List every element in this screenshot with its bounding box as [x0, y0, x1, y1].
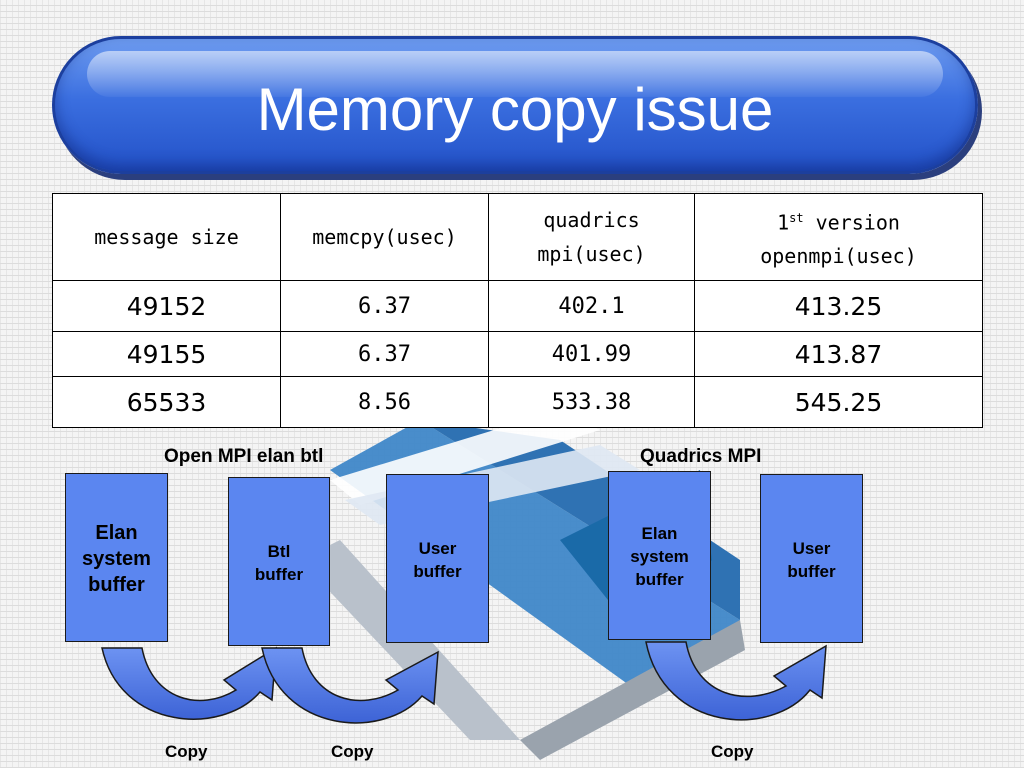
cell-openmpi: 413.87: [694, 331, 983, 377]
copy-label: Copy: [165, 742, 208, 761]
header-quadrics-mpi: quadrics mpi(usec): [488, 193, 695, 281]
quadrics-user-buffer: User buffer: [760, 474, 863, 643]
cell-memcpy: 8.56: [280, 376, 489, 428]
table-row: 65533 8.56 533.38 545.25: [52, 376, 983, 428]
header-openmpi-version: 1st version openmpi(usec): [694, 193, 983, 281]
openmpi-btl-buffer: Btl buffer: [228, 477, 330, 646]
copy-label: Copy: [331, 742, 374, 761]
copy-arrow-elan-to-user-quadrics: [645, 641, 827, 721]
cell-message-size: 65533: [52, 376, 281, 428]
copy-arrow-btl-to-user: [261, 647, 439, 724]
header-message-size: message size: [52, 193, 281, 281]
header-memcpy: memcpy(usec): [280, 193, 489, 281]
cell-memcpy: 6.37: [280, 331, 489, 377]
openmpi-elan-system-buffer: Elan system buffer: [65, 473, 168, 642]
cell-quadrics: 401.99: [488, 331, 695, 377]
quadrics-group-label: Quadrics MPI: [640, 446, 762, 467]
cell-message-size: 49155: [52, 331, 281, 377]
cell-openmpi: 413.25: [694, 280, 983, 332]
memory-copy-table: message size memcpy(usec) quadrics mpi(u…: [52, 193, 983, 428]
table-row: 49155 6.37 401.99 413.87: [52, 331, 983, 377]
cell-quadrics: 533.38: [488, 376, 695, 428]
cell-memcpy: 6.37: [280, 280, 489, 332]
title-banner: Memory copy issue: [52, 36, 978, 174]
openmpi-group-label: Open MPI elan btl: [164, 446, 324, 467]
page-title: Memory copy issue: [256, 76, 774, 143]
copy-arrow-elan-to-btl: [101, 646, 277, 720]
copy-label: Copy: [711, 742, 754, 761]
table-header-row: message size memcpy(usec) quadrics mpi(u…: [52, 193, 983, 281]
openmpi-user-buffer: User buffer: [386, 474, 489, 643]
title-gloss: [87, 51, 943, 97]
quadrics-elan-system-buffer: Elan system buffer: [608, 471, 711, 640]
cell-openmpi: 545.25: [694, 376, 983, 428]
